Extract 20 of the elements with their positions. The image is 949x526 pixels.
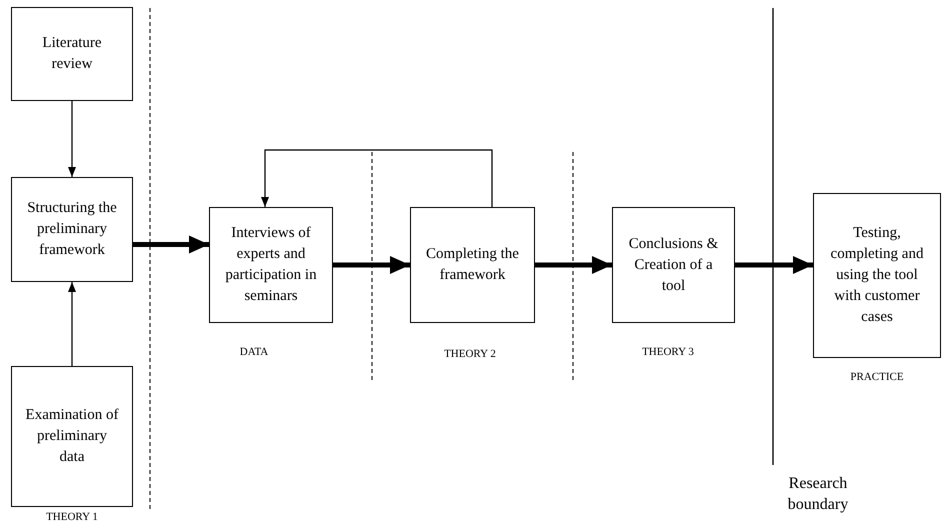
phase-label: THEORY 3 <box>642 346 694 358</box>
arrow <box>133 236 209 254</box>
phase-label: THEORY 2 <box>444 348 496 360</box>
arrow <box>535 256 612 274</box>
arrow <box>735 256 813 274</box>
phase-label: DATA <box>240 346 268 358</box>
arrow <box>68 101 76 177</box>
process-box: Literature review <box>11 7 133 101</box>
phase-label: PRACTICE <box>850 371 904 383</box>
arrow <box>261 149 493 207</box>
arrow <box>68 282 76 366</box>
process-box: Examination of preliminary data <box>11 366 133 507</box>
phase-label: THEORY 1 <box>46 511 98 523</box>
process-box: Conclusions & Creation of a tool <box>612 207 735 323</box>
process-box: Completing the framework <box>410 207 535 323</box>
process-box: Testing, completing and using the tool with customer cases <box>813 193 941 358</box>
arrow <box>333 256 410 274</box>
boundary-label: Research boundary <box>786 474 850 515</box>
process-box: Interviews of experts and participation in seminars <box>209 207 333 323</box>
process-box: Structuring the preliminary framework <box>11 177 133 282</box>
